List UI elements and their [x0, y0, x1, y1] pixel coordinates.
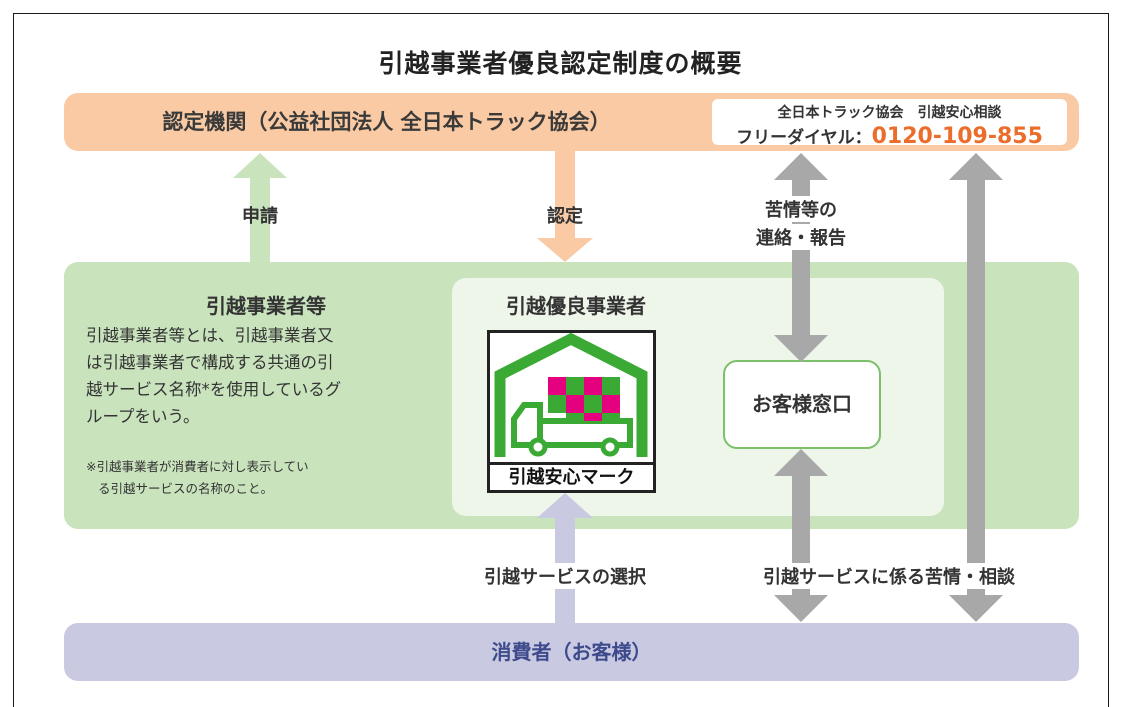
safety-mark-logo: 引越安心マーク	[487, 330, 656, 493]
complaint-report-arrow	[774, 153, 828, 362]
operators-title: 引越事業者等	[206, 294, 326, 318]
description-line: 越サービス名称*を使用しているグ	[86, 380, 342, 399]
operators-note: ※引越事業者が消費者に対し表示してい る引越サービスの名称のこと。	[86, 456, 436, 500]
description-line: は引越事業者で構成する共通の引	[86, 353, 334, 372]
hotline-prefix: フリーダイヤル：	[736, 128, 872, 148]
description-line: ループをいう。	[86, 407, 200, 426]
diagram-frame	[13, 13, 1109, 707]
direct-consult-arrow	[949, 153, 1003, 622]
certifier-label: 認定機関（公益社団法人 全日本トラック協会）	[162, 110, 611, 134]
complaint-label-line2: 連絡・報告	[730, 224, 872, 250]
description-line: 引越事業者等とは、引越事業者又	[86, 326, 334, 345]
consult-label: 引越サービスに係る苦情・相談	[722, 563, 1056, 589]
customer-window-box: お客様窓口	[723, 360, 881, 449]
hotline-line: フリーダイヤル：0120-109-855	[712, 123, 1067, 149]
apply-arrow	[233, 153, 287, 262]
select-service-label: 引越サービスの選択	[455, 563, 675, 589]
consumer-label: 消費者（お客様）	[491, 640, 652, 664]
diagram-title: 引越事業者優良認定制度の概要	[378, 49, 743, 78]
complaint-label-line1: 苦情等の	[730, 196, 872, 222]
mark-label: 引越安心マーク	[490, 462, 653, 490]
certify-arrow	[537, 151, 593, 262]
certify-label: 認定	[547, 206, 583, 227]
hotline-title: 全日本トラック協会 引越安心相談	[777, 105, 1002, 121]
hotline-number[interactable]: 0120-109-855	[871, 124, 1043, 149]
select-service-arrow	[537, 493, 593, 623]
hotline-box: 全日本トラック協会 引越安心相談 フリーダイヤル：0120-109-855	[712, 99, 1067, 149]
note-line: ※引越事業者が消費者に対し表示してい	[86, 459, 309, 474]
excellent-operator-title: 引越優良事業者	[506, 294, 646, 318]
apply-label: 申請	[242, 206, 278, 227]
consumer-band: 消費者（お客様）	[64, 623, 1079, 681]
safety-mark-icon	[494, 333, 648, 457]
window-consult-arrow	[774, 449, 828, 622]
operators-description: 引越事業者等とは、引越事業者又 は引越事業者で構成する共通の引 越サービス名称*…	[86, 322, 436, 430]
note-line: る引越サービスの名称のこと。	[98, 481, 274, 496]
